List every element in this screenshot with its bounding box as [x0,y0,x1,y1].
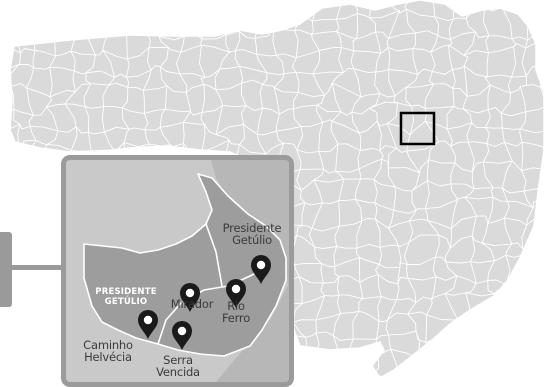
place-label-line1: Mirador [170,297,214,311]
municipality-presidente-getulio [83,173,287,357]
place-label-mirador: Mirador [162,298,222,310]
region-label-line2: GETÚLIO [104,297,148,307]
neighbor-area-east [211,160,289,382]
place-label-line1: Caminho [83,338,133,352]
map-pin-icon-serra-vencida [172,321,192,350]
place-label-line2: Helvécia [84,350,132,364]
region-label-line1: PRESIDENTE [95,287,157,297]
inset-connector-line [0,265,66,270]
map-pin-icon-caminho-helvecia [138,309,158,339]
map-pin-icon-mirador [180,283,200,312]
inset-connector-tab [0,232,12,307]
place-label-line2: Vencida [156,365,200,379]
place-label-line2: Getúlio [232,233,272,247]
municipality-region-label: PRESIDENTE GETÚLIO [90,287,162,307]
inset-map-shapes [83,160,289,382]
place-label-line1: Serra [163,353,193,367]
place-label-line1: Presidente [222,221,282,235]
marker-layer [138,255,271,350]
inset-map-panel: PRESIDENTE GETÚLIO Presidente Getúlio Mi… [61,155,294,387]
inset-locator-box [399,111,436,146]
map-pin-icon-presidente-getulio [251,255,271,284]
map-pin-icon-rio-ferro [226,279,246,308]
place-label-presidente-getulio: Presidente Getúlio [216,222,288,246]
internal-border-1 [157,267,267,345]
internal-border-2 [205,223,223,287]
place-label-line1: Rio [227,299,245,313]
place-label-caminho-helvecia: Caminho Helvécia [78,339,138,363]
place-label-serra-vencida: Serra Vencida [152,354,204,378]
place-label-rio-ferro: Rio Ferro [216,300,256,324]
place-label-line2: Ferro [221,311,251,325]
